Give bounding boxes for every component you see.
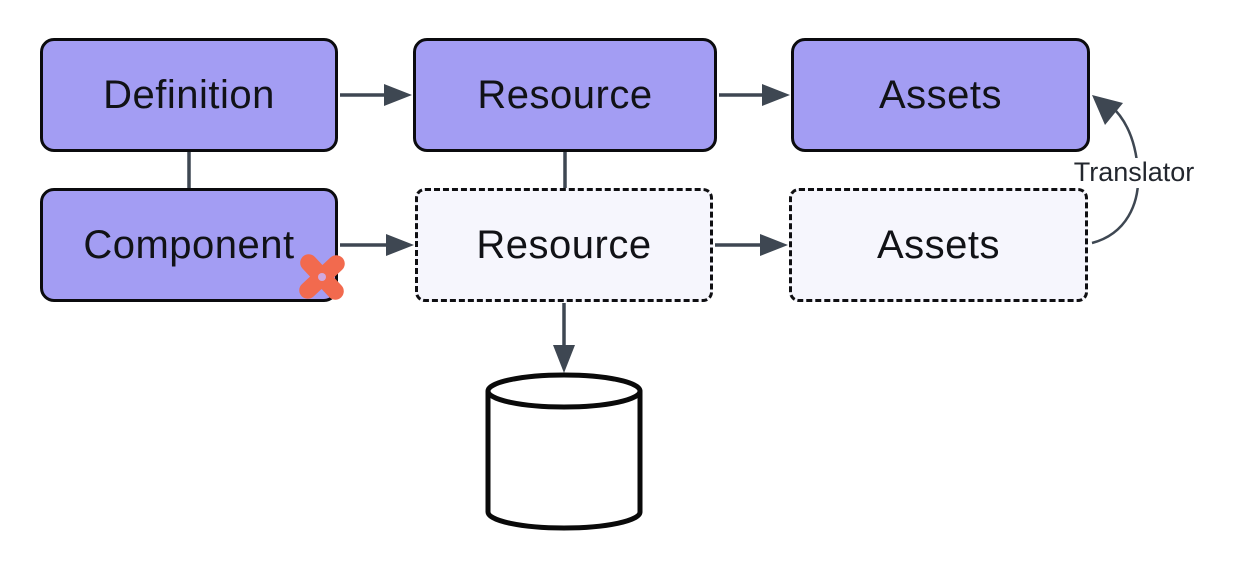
node-assets-solid: Assets — [791, 38, 1090, 152]
arrowhead-right-3 — [386, 234, 414, 256]
node-assets-dashed-label: Assets — [876, 222, 1001, 267]
arrowheads-group — [384, 84, 1123, 373]
node-component-label: Component — [83, 222, 295, 267]
arrowhead-down-database — [553, 345, 575, 373]
node-resource-solid: Resource — [413, 38, 717, 152]
node-definition: Definition — [40, 38, 338, 152]
arrowhead-right-1 — [384, 84, 412, 106]
edges-group — [187, 93, 1140, 347]
node-assets-solid-label: Assets — [878, 72, 1003, 117]
arrowhead-right-4 — [760, 234, 788, 256]
arrowhead-right-2 — [762, 84, 790, 106]
orange-pinwheel-x-icon — [299, 254, 345, 300]
node-resource-solid-label: Resource — [477, 72, 653, 117]
node-assets-dashed: Assets — [789, 188, 1088, 302]
database-cylinder — [485, 372, 643, 531]
node-resource-dashed: Resource — [415, 188, 713, 302]
arrowhead-translator — [1092, 95, 1123, 125]
node-component: Component — [40, 188, 338, 302]
node-resource-dashed-label: Resource — [476, 222, 652, 267]
node-definition-label: Definition — [103, 72, 275, 117]
translator-annotation: Translator — [1053, 157, 1215, 188]
